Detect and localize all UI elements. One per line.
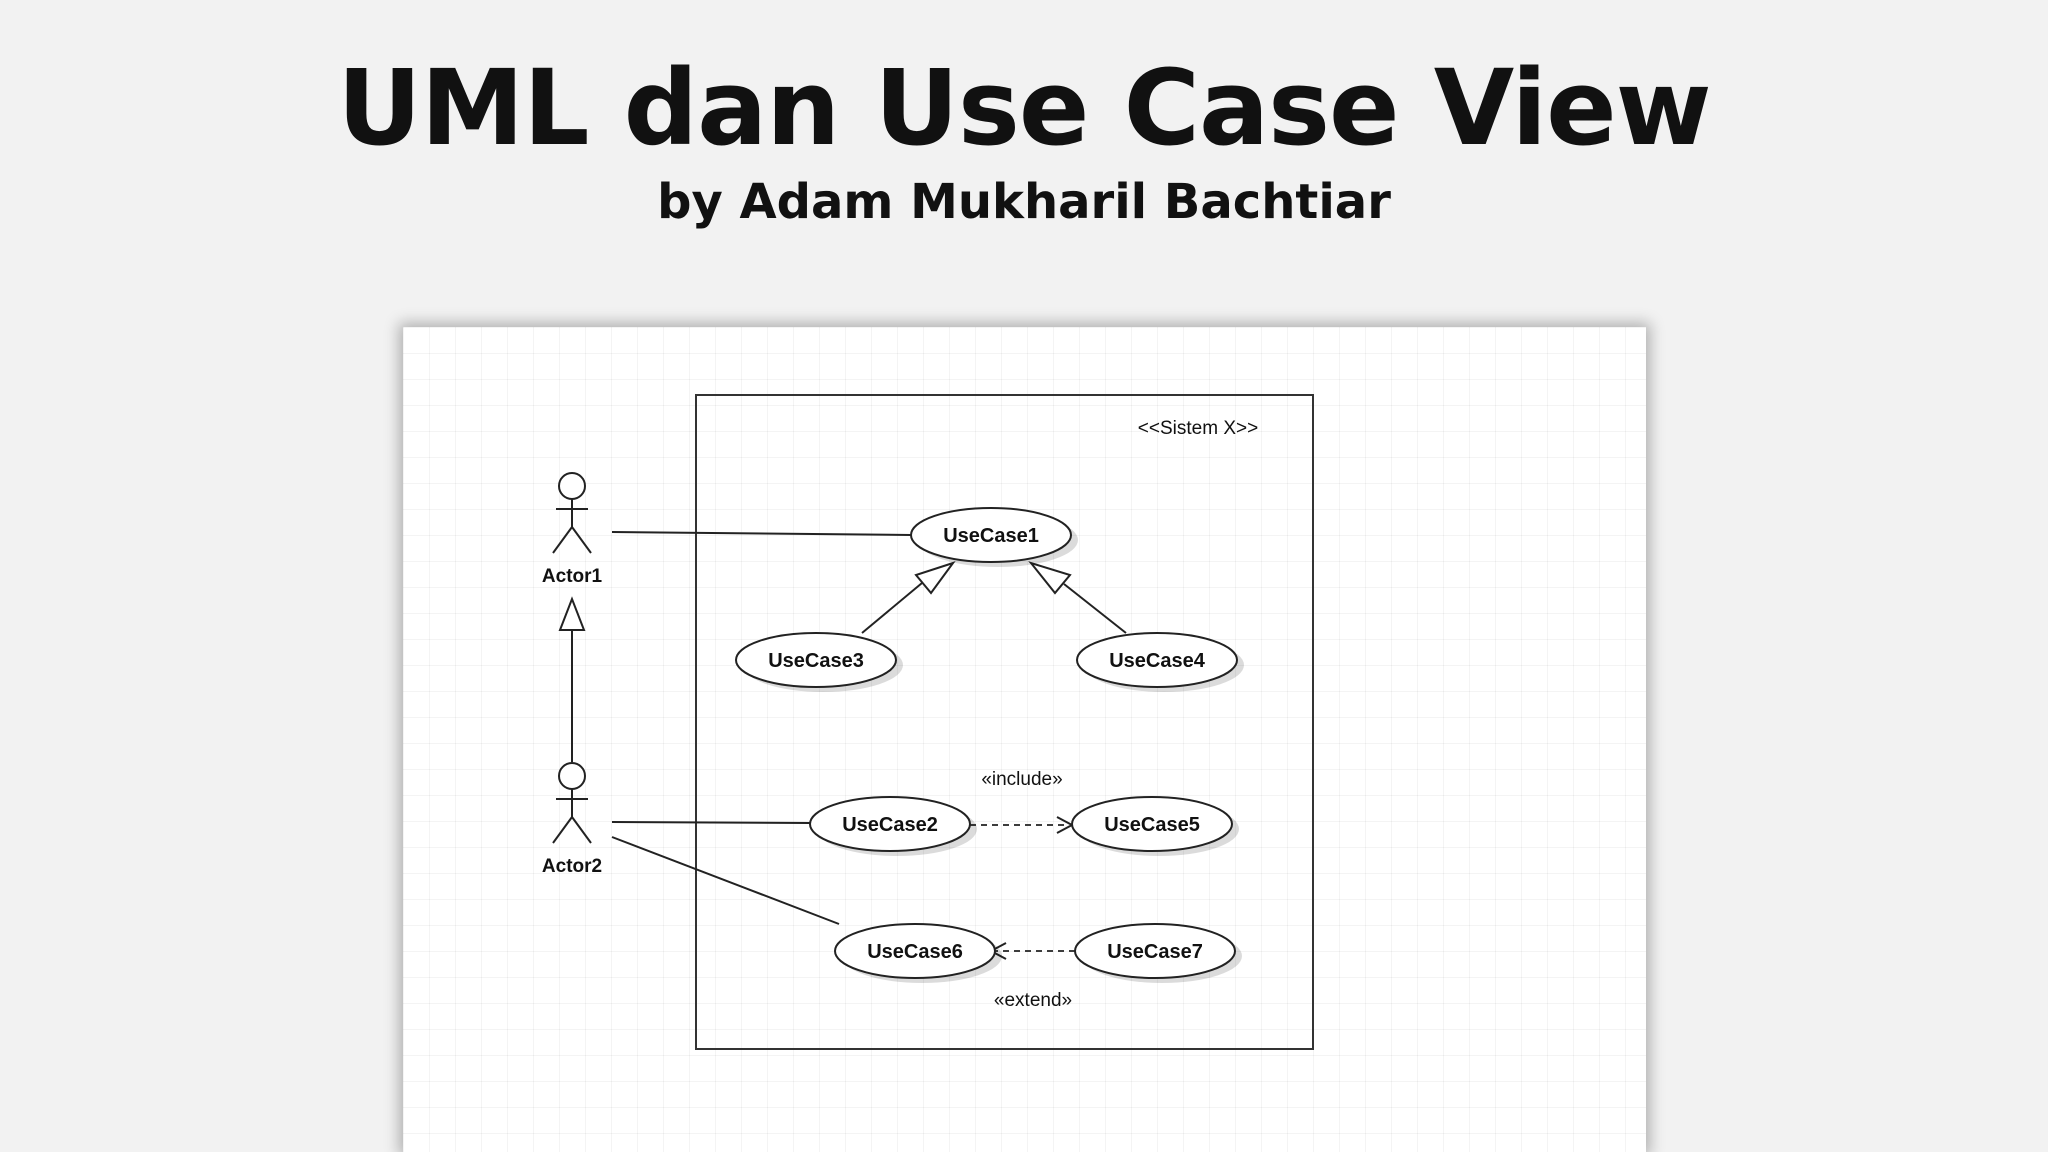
usecase3: UseCase3 — [735, 632, 903, 692]
usecase4: UseCase4 — [1076, 632, 1244, 692]
actor2-label: Actor2 — [542, 856, 602, 877]
use-case-diagram: <<Sistem X>> Actor1 Actor2 — [542, 394, 1314, 1050]
actor1-label: Actor1 — [542, 566, 603, 587]
usecase5: UseCase5 — [1071, 796, 1239, 856]
generalization-usecase4-line — [1063, 583, 1127, 634]
usecase4-label: UseCase4 — [1109, 650, 1206, 672]
system-boundary — [695, 394, 1314, 1050]
extend-stereotype-label: «extend» — [994, 990, 1072, 1011]
association-actor2-usecase6 — [611, 836, 840, 925]
usecase6-label: UseCase6 — [867, 941, 963, 963]
slide-subtitle: by Adam Mukharil Bachtiar — [657, 174, 1391, 230]
usecase7-label: UseCase7 — [1107, 941, 1203, 963]
actor2-figure — [552, 762, 592, 844]
actor-generalization-arrowhead — [558, 596, 586, 631]
system-name-label: <<Sistem X>> — [1138, 418, 1258, 439]
association-actor1-usecase1 — [611, 531, 912, 536]
generalization-usecase3-arrowhead — [914, 561, 956, 595]
usecase1-label: UseCase1 — [943, 525, 1039, 547]
include-stereotype-label: «include» — [981, 769, 1062, 790]
usecase1: UseCase1 — [910, 507, 1078, 567]
generalization-usecase3-line — [861, 582, 923, 634]
usecase6: UseCase6 — [834, 923, 1002, 983]
association-actor2-usecase2 — [611, 821, 811, 824]
usecase2-label: UseCase2 — [842, 814, 938, 836]
diagram-card: <<Sistem X>> Actor1 Actor2 — [403, 327, 1646, 1152]
usecase3-label: UseCase3 — [768, 650, 864, 672]
slide-title: UML dan Use Case View — [337, 47, 1711, 169]
actor1-figure — [552, 472, 592, 554]
usecase5-label: UseCase5 — [1104, 814, 1200, 836]
usecase7: UseCase7 — [1074, 923, 1242, 983]
usecase2: UseCase2 — [809, 796, 977, 856]
generalization-usecase4-arrowhead — [1028, 561, 1072, 595]
